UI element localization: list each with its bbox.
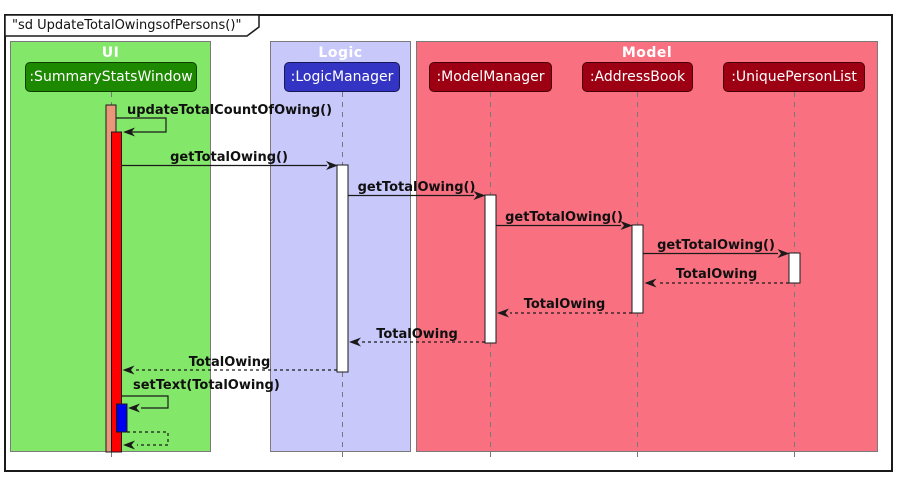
frame-logic-label: Logic	[318, 45, 363, 61]
message-label-gettotalowing-2: getTotalOwing()	[357, 180, 476, 195]
message-label-gettotalowing-1: getTotalOwing()	[170, 150, 288, 165]
frame-ui-label: UI	[101, 45, 120, 61]
message-label-totalowing-4: TotalOwing	[188, 355, 271, 370]
message-label-totalowing-2: TotalOwing	[523, 297, 606, 312]
message-label-settext: setText(TotalOwing)	[133, 378, 280, 393]
diagram-outer-frame	[4, 14, 893, 472]
participant-uniquepersonlist: :UniquePersonList	[723, 62, 865, 92]
frame-model-label: Model	[621, 45, 673, 61]
message-label-totalowing-3: TotalOwing	[376, 327, 458, 342]
message-label-gettotalowing-3: getTotalOwing()	[505, 210, 623, 225]
diagram-title: "sd UpdateTotalOwingsofPersons()"	[12, 18, 242, 33]
message-label-updatetotalcountofowing: updateTotalCountOfOwing()	[127, 103, 333, 118]
participant-addressbook: :AddressBook	[582, 62, 693, 92]
message-label-gettotalowing-4: getTotalOwing()	[657, 238, 775, 253]
participant-modelmanager: :ModelManager	[429, 62, 552, 92]
participant-summarystatswindow: :SummaryStatsWindow	[25, 62, 197, 92]
participant-logicmanager: :LogicManager	[284, 62, 400, 92]
message-label-totalowing-1: TotalOwing	[675, 267, 758, 282]
